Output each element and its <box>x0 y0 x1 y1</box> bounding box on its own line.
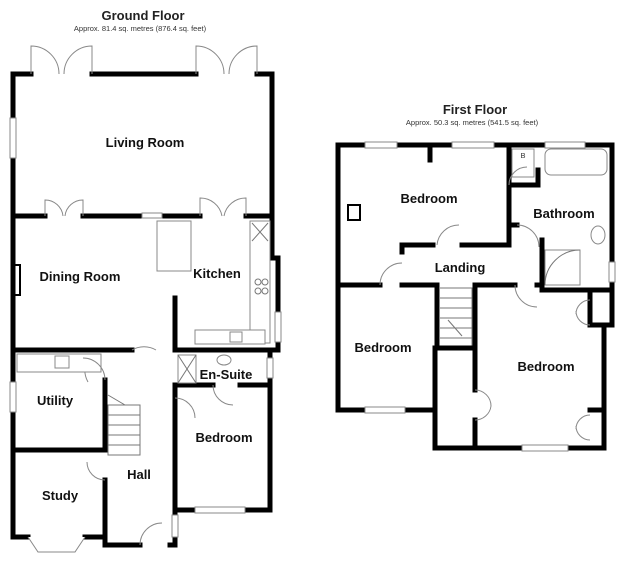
wardrobe-doors <box>575 299 591 441</box>
ground-floor-stairs <box>107 394 141 456</box>
first-floor-plan: First Floor Approx. 50.3 sq. metres (541… <box>335 102 616 452</box>
ff-bedroom-2-walls <box>335 282 438 413</box>
ff-bedroom-3-label: Bedroom <box>517 359 574 374</box>
bathroom-basin <box>590 225 606 245</box>
ff-bedroom-1-door <box>436 224 460 246</box>
front-door <box>139 522 163 546</box>
dining-room-label: Dining Room <box>40 269 121 284</box>
ff-bedroom-3-door <box>514 284 538 308</box>
living-room-walls <box>10 71 275 219</box>
french-doors-top-right <box>195 45 258 75</box>
first-floor-area: Approx. 50.3 sq. metres (541.5 sq. feet) <box>406 118 539 127</box>
cupboard-door <box>474 389 492 421</box>
bathroom-window <box>544 141 586 149</box>
divider-window <box>141 212 163 219</box>
ff-bedroom-window-top-left <box>364 141 398 149</box>
ff-bedroom-3-window <box>521 444 569 452</box>
utility-window <box>9 381 17 413</box>
ff-bedroom-2-door <box>379 262 403 286</box>
dining-hall-door <box>131 346 157 351</box>
bathroom-shower <box>544 249 581 286</box>
ground-floor-plan: Ground Floor Approx. 81.4 sq. metres (87… <box>9 8 282 553</box>
ff-bedroom-1-label: Bedroom <box>400 191 457 206</box>
bedroom-door <box>174 397 196 419</box>
bedroom-walls <box>172 382 273 513</box>
ff-bedroom-1-walls <box>399 142 512 255</box>
dining-room-fireplace <box>13 264 21 296</box>
en-suite-label: En-Suite <box>200 367 253 382</box>
ground-bedroom-label: Bedroom <box>195 430 252 445</box>
landing-side-window <box>608 261 616 283</box>
study-door <box>86 461 106 481</box>
study-label: Study <box>42 488 79 503</box>
bathroom-fixture-label: B <box>520 151 525 160</box>
utility-sink <box>54 355 70 369</box>
hall-label: Hall <box>127 467 151 482</box>
bathroom-door <box>516 224 540 248</box>
kitchen-side-window <box>274 311 282 343</box>
hall-walls <box>102 507 178 548</box>
living-room-side-window <box>9 117 17 159</box>
utility-door <box>82 357 106 381</box>
kitchen-label: Kitchen <box>193 266 241 281</box>
ff-bedroom-2-label: Bedroom <box>354 340 411 355</box>
utility-label: Utility <box>37 393 74 408</box>
ground-floor-title: Ground Floor <box>101 8 184 23</box>
study-bay-window <box>27 536 86 553</box>
french-doors-top-left <box>30 45 93 75</box>
ff-bedroom-1-chimney <box>347 204 361 221</box>
en-suite-door <box>212 384 234 406</box>
bathroom-walls <box>506 167 615 293</box>
bathroom-label: Bathroom <box>533 206 594 221</box>
kitchen-counters <box>156 220 271 345</box>
first-floor-title: First Floor <box>443 102 507 117</box>
landing-walls <box>335 282 545 351</box>
bathroom-bath <box>544 148 608 176</box>
ground-floor-area: Approx. 81.4 sq. metres (876.4 sq. feet) <box>74 24 207 33</box>
ff-bedroom-window-top-right <box>451 141 495 149</box>
en-suite-basin <box>216 354 232 366</box>
living-room-label: Living Room <box>106 135 185 150</box>
ff-bedroom-bottom-window <box>364 406 406 414</box>
bedroom-window <box>194 506 246 514</box>
en-suite-window <box>266 357 274 379</box>
living-dining-doors <box>44 197 247 217</box>
landing-label: Landing <box>435 260 486 275</box>
ff-bedroom-3-walls <box>434 282 478 451</box>
entrance-window <box>171 514 179 538</box>
first-floor-stairs <box>440 287 473 349</box>
